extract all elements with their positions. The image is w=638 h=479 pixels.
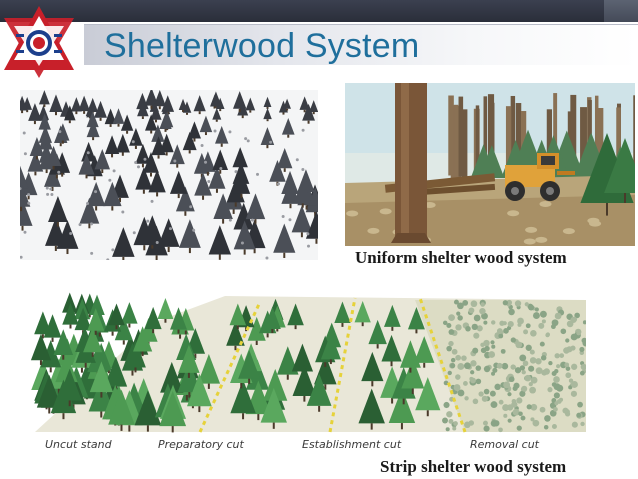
- slide-title: Shelterwood System: [104, 27, 420, 65]
- top-bar-accent: [604, 0, 638, 22]
- emblem-logo: [4, 6, 74, 78]
- title-strip: [84, 24, 638, 65]
- top-bar: [0, 0, 638, 22]
- strip-shelterwood-caption: Strip shelter wood system: [380, 457, 567, 476]
- skidder-machine: [505, 153, 575, 201]
- strip-shelterwood-illustration: [25, 282, 586, 454]
- uniform-shelterwood-caption: Uniform shelter wood system: [355, 248, 567, 267]
- label-removal-cut: Removal cut: [470, 438, 539, 451]
- snowy-forest-illustration: [20, 90, 318, 260]
- strip-shelterwood-diagram-picture: [25, 282, 586, 454]
- logging-scene-illustration: [345, 83, 635, 246]
- label-establishment-cut: Establishment cut: [302, 438, 402, 451]
- snowy-forest-picture: [20, 90, 318, 260]
- label-uncut-stand: Uncut stand: [45, 438, 112, 451]
- logging-skidder-picture: [345, 83, 635, 246]
- label-preparatory-cut: Preparatory cut: [158, 438, 244, 451]
